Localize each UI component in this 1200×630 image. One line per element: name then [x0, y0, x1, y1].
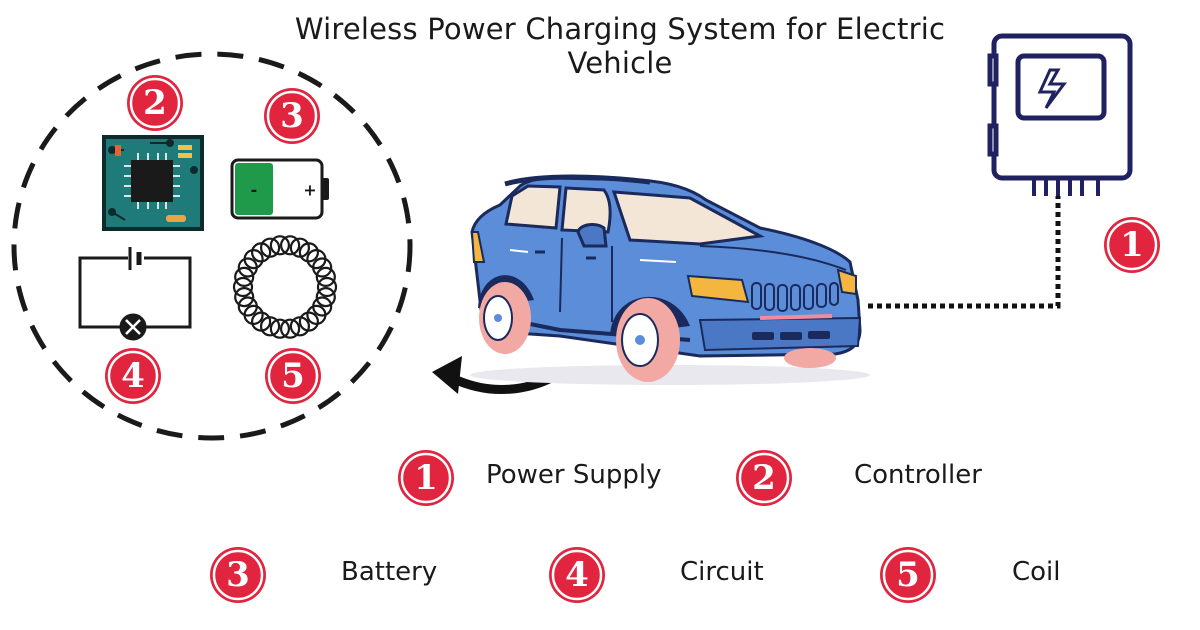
circuit-icon — [78, 247, 192, 341]
legend-badge-5: 5 — [874, 541, 942, 609]
components-dashed-circle — [11, 51, 413, 441]
legend-label-circuit: Circuit — [680, 557, 764, 587]
svg-text:5: 5 — [281, 356, 305, 396]
badge-battery: 3 — [258, 82, 326, 150]
electric-car-icon — [470, 174, 870, 385]
badge-power-supply: 1 — [1098, 211, 1166, 279]
svg-text:4: 4 — [121, 356, 145, 396]
coil-loop — [251, 311, 272, 332]
coil-loop — [243, 249, 264, 270]
legend-badge-2: 2 — [730, 444, 798, 512]
svg-text:1: 1 — [414, 458, 438, 498]
page-title: Wireless Power Charging System for Elect… — [294, 12, 946, 80]
coil-loop — [306, 304, 327, 325]
legend-label-controller: Controller — [854, 460, 982, 490]
svg-text:5: 5 — [896, 555, 920, 595]
coil-loop — [289, 316, 310, 337]
coil-loop — [280, 318, 301, 339]
coil-loop — [315, 287, 336, 308]
coil-loop — [312, 257, 333, 278]
badge-circuit: 4 — [99, 342, 167, 410]
legend-label-power-supply: Power Supply — [486, 460, 662, 490]
svg-text:2: 2 — [752, 458, 776, 498]
coil-loop — [269, 318, 290, 339]
coil-icon — [232, 235, 338, 339]
coil-loop — [234, 287, 255, 308]
legend-badge-1: 1 — [392, 444, 460, 512]
badge-controller: 2 — [121, 69, 189, 137]
charging-station-icon — [987, 33, 1133, 196]
coil-loop — [315, 266, 336, 287]
rear-wheel — [479, 282, 531, 354]
front-wheel — [616, 298, 680, 382]
coil-loop — [232, 276, 254, 298]
coil-loop — [234, 266, 255, 287]
battery-plus-label: + — [303, 181, 316, 200]
controller-chip-icon — [102, 135, 204, 231]
svg-text:3: 3 — [280, 96, 304, 136]
svg-text:4: 4 — [565, 555, 589, 595]
svg-text:3: 3 — [226, 555, 250, 595]
svg-text:2: 2 — [143, 83, 167, 123]
battery-minus-label: - — [251, 181, 258, 200]
badge-coil: 5 — [259, 342, 327, 410]
legend-label-coil: Coil — [1012, 557, 1061, 587]
legend-badge-3: 3 — [204, 541, 272, 609]
battery-icon: - + — [230, 158, 329, 220]
coil-loop — [260, 237, 281, 258]
lightning-icon — [1037, 68, 1067, 109]
coil-loop — [237, 296, 258, 317]
coil-loop — [298, 242, 319, 263]
legend-label-battery: Battery — [341, 557, 438, 587]
coil-loop — [269, 235, 290, 256]
charging-cable-dotted — [868, 196, 1061, 309]
legend-badge-4: 4 — [543, 541, 611, 609]
coil-loop — [280, 235, 301, 256]
coil-loop — [316, 276, 338, 298]
svg-text:1: 1 — [1120, 225, 1144, 265]
